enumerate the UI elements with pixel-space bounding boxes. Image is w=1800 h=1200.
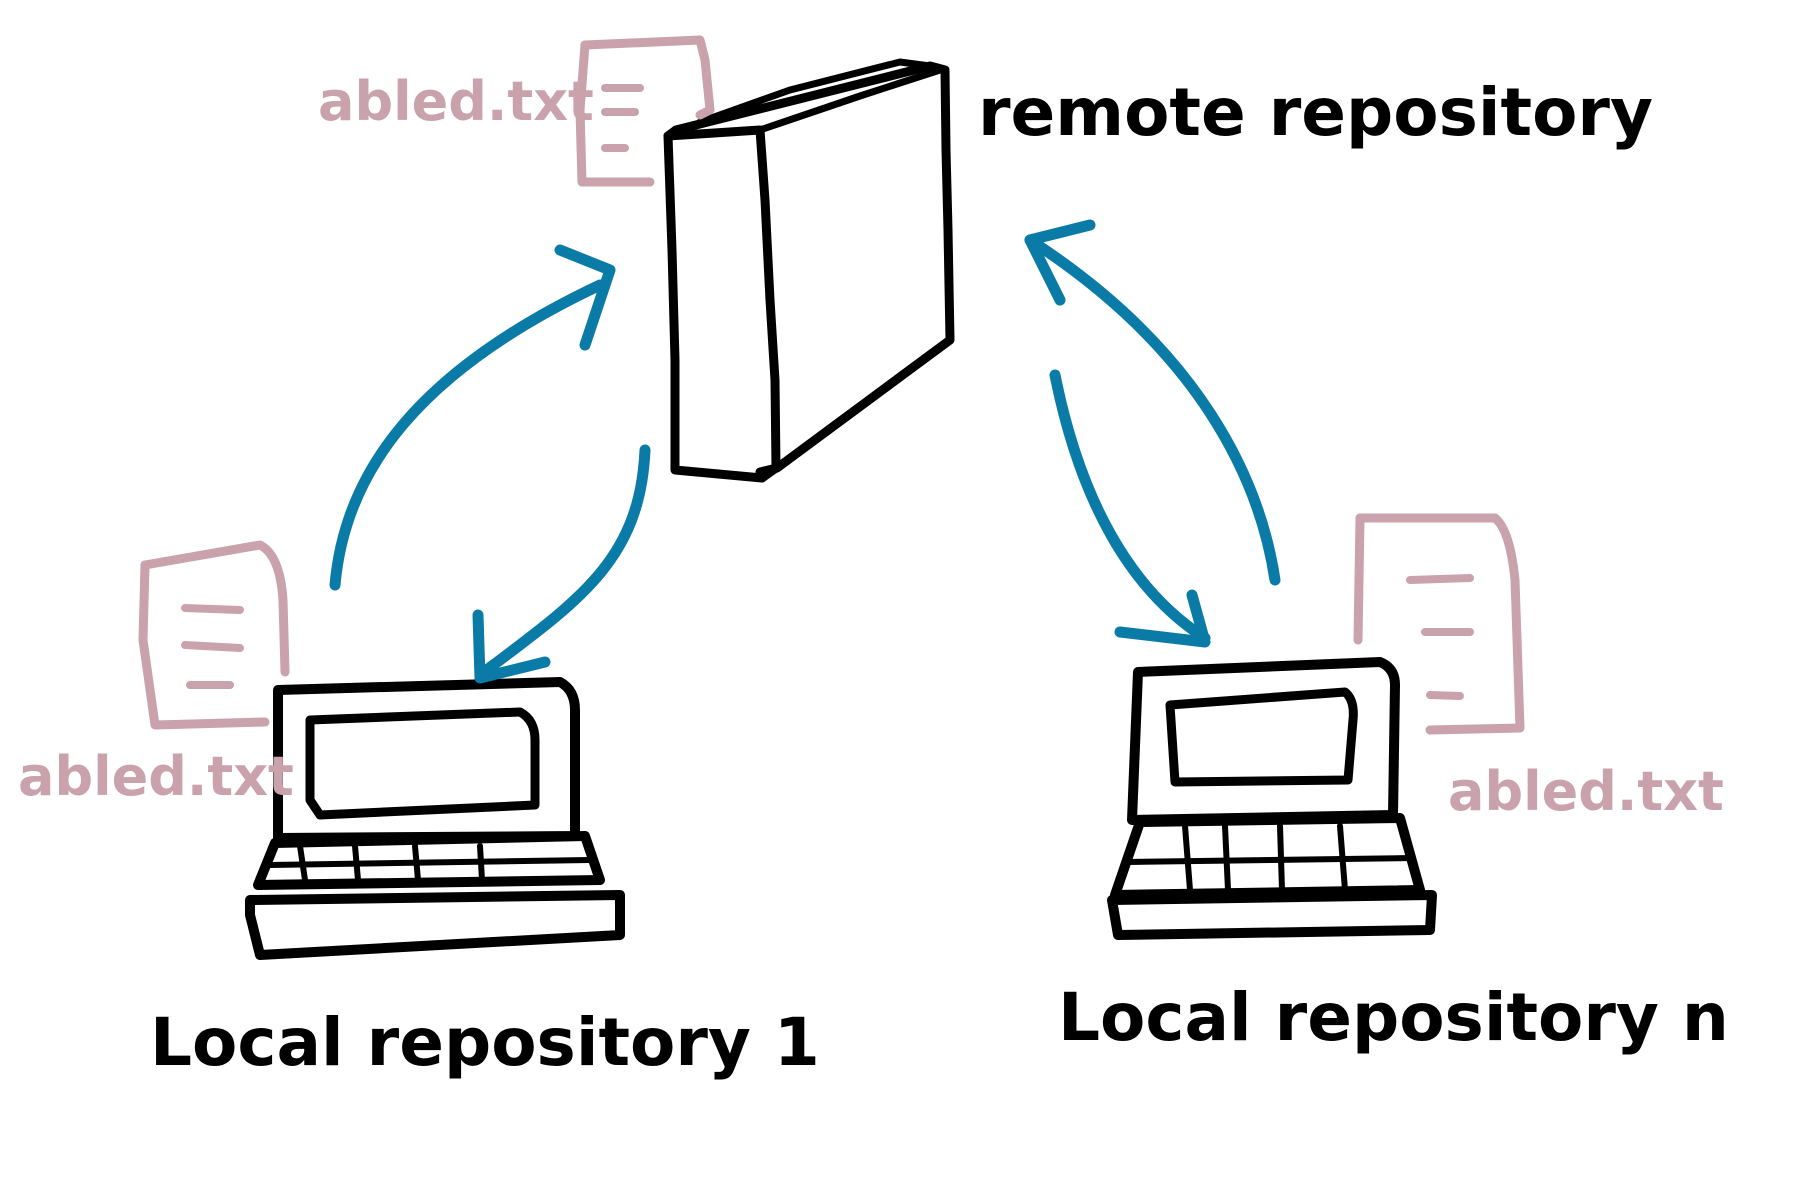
local-repository-1-label: Local repository 1 bbox=[150, 1004, 820, 1081]
remote-file-label: abled.txt bbox=[318, 70, 594, 133]
local-1-file-label: abled.txt bbox=[18, 745, 294, 808]
local-repository-n-label: Local repository n bbox=[1058, 979, 1729, 1056]
remote-repository-label: remote repository bbox=[978, 74, 1653, 151]
laptop-1-icon bbox=[245, 677, 625, 960]
local-1-document-icon bbox=[138, 540, 290, 730]
local-n-file-label: abled.txt bbox=[1448, 760, 1724, 823]
bidirectional-arrow-icon bbox=[329, 219, 1281, 684]
laptop-n-icon bbox=[1107, 657, 1437, 940]
remote-document-icon bbox=[575, 35, 715, 187]
local-n-document-icon bbox=[1353, 513, 1525, 735]
server-icon bbox=[663, 58, 955, 483]
